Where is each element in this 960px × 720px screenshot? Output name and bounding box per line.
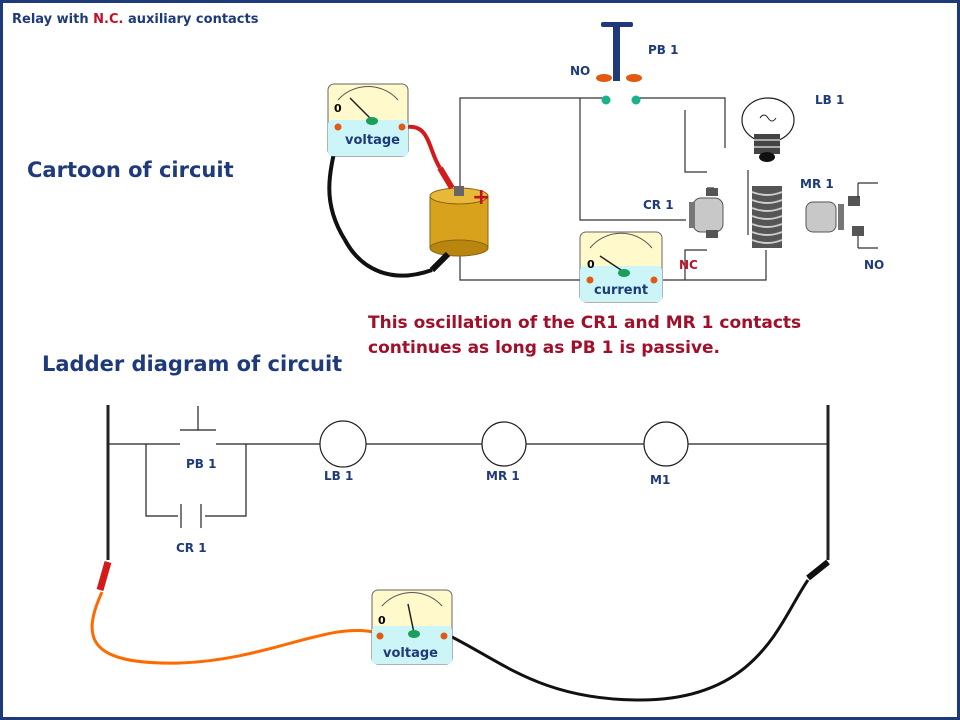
ladder-lb1-circle [319, 420, 367, 468]
voltmeter-bottom [371, 589, 453, 665]
pb-cap [601, 22, 633, 27]
lamp-lb1 [741, 97, 795, 162]
bottom-black-probe [806, 559, 830, 581]
battery-plus-sign: + [472, 185, 491, 210]
pb-contact-right [626, 74, 642, 82]
bottom-black-lead [445, 579, 810, 702]
ladder-label-cr1: CR 1 [176, 541, 207, 555]
heading-cartoon: Cartoon of circuit [27, 158, 234, 182]
label-no-right: NO [864, 258, 885, 272]
pb-stem [613, 26, 620, 81]
relay-coil [751, 186, 783, 248]
heading-ladder: Ladder diagram of circuit [42, 352, 343, 376]
note-line-2: continues as long as PB 1 is passive. [368, 338, 721, 358]
ladder-label-m1: M1 [650, 473, 671, 487]
ladder-rung [108, 406, 828, 528]
wire-coil-bottom [685, 250, 767, 281]
bottom-red-probe [96, 561, 112, 591]
wire-battery-to-pb [459, 97, 603, 195]
wire-pb-to-cr [579, 98, 686, 221]
meter-needle [349, 97, 373, 121]
label-pb1: PB 1 [648, 43, 679, 57]
wire-ammeter-to-cr [663, 249, 707, 281]
wire-pb-to-lamp [636, 97, 726, 148]
battery-terminal [454, 186, 464, 196]
bottom-meter-zero: 0 [378, 614, 386, 627]
pb-contact-left [596, 74, 612, 82]
ladder-m1-circle [643, 421, 689, 467]
wire-battery-bottom [459, 250, 582, 281]
slide-title: Relay with N.C. auxiliary contacts [12, 12, 259, 27]
title-highlight: N.C. [93, 12, 124, 27]
ladder-label-pb1: PB 1 [186, 457, 217, 471]
bulb-filament [759, 114, 777, 122]
voltmeter-top [327, 83, 409, 157]
label-no-top: NO [570, 64, 591, 78]
black-test-lead [327, 127, 433, 278]
label-lb1: LB 1 [815, 93, 845, 107]
cartoon-wires [459, 97, 878, 281]
red-probe [437, 166, 455, 190]
mr-contact-top [848, 196, 860, 206]
label-cr1: CR 1 [643, 198, 674, 212]
ladder-rails [106, 405, 830, 560]
cr-contact-top [706, 188, 718, 196]
wire-lamp-cr [684, 110, 707, 173]
relay-mr1 [805, 183, 864, 248]
pushbutton-pb1[interactable] [596, 22, 642, 105]
battery [429, 186, 489, 257]
label-nc: NC [679, 258, 698, 272]
ladder-label-mr1: MR 1 [486, 469, 520, 483]
top-meter-zero: 0 [334, 102, 342, 115]
black-probe [429, 251, 451, 273]
mr-armature [805, 201, 837, 233]
relay-cr1 [689, 188, 724, 238]
pb-terminal-right [631, 95, 641, 105]
current-meter-zero: 0 [587, 258, 595, 271]
oscillation-note: This oscillation of the CR1 and MR 1 con… [368, 311, 801, 361]
cr-contact-bottom [706, 230, 718, 238]
cr-armature [692, 197, 724, 233]
current-meter-label: current [594, 283, 649, 298]
ammeter-current [579, 231, 663, 303]
bulb-base [754, 134, 780, 154]
bottom-orange-lead [90, 591, 379, 665]
red-test-lead [401, 124, 442, 170]
bottom-meter-label: voltage [383, 646, 438, 661]
bulb-tip [759, 152, 775, 162]
ladder-mr1-circle [481, 421, 527, 467]
note-line-1: This oscillation of the CR1 and MR 1 con… [368, 313, 802, 333]
mr-contact-bottom [852, 226, 864, 236]
top-meter-label: voltage [345, 133, 400, 148]
label-mr1: MR 1 [800, 177, 834, 191]
ladder-label-lb1: LB 1 [324, 469, 354, 483]
pb-terminal-left [601, 95, 611, 105]
